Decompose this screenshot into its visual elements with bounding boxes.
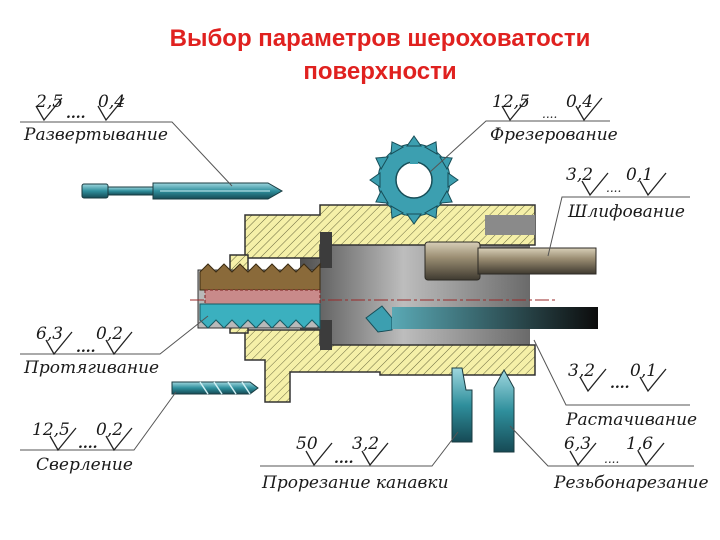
- boring-dots: ....: [610, 376, 630, 392]
- slide-title: Выбор параметров шероховатости: [169, 25, 591, 52]
- threading-label: Резьбонарезание: [553, 473, 709, 493]
- milling-label: Фрезерование: [490, 125, 618, 145]
- grinding-ra-max: 3,2: [566, 165, 593, 185]
- drill-tool: [171, 381, 259, 395]
- grooving-ra-max: 50: [296, 434, 318, 454]
- drilling-ra-min: 0,2: [96, 420, 123, 440]
- slide-title-line2: поверхности: [303, 58, 457, 85]
- grooving-label: Прорезание канавки: [261, 473, 449, 493]
- lower-wall-section: [244, 329, 536, 403]
- grooving-ra-min: 3,2: [352, 434, 379, 454]
- roughness-symbols: [35, 97, 667, 467]
- groove-top: [320, 232, 332, 268]
- boring-ra-min: 0,1: [630, 361, 657, 381]
- reaming-label: Развертывание: [23, 125, 168, 145]
- grinding-shaft: [424, 241, 597, 281]
- leader-lines: [20, 120, 694, 467]
- grinding-label: Шлифование: [567, 202, 685, 222]
- milling-ra-max: 12,5: [492, 92, 530, 112]
- drilling-dots: ....: [78, 436, 98, 452]
- boring-label: Растачивание: [565, 410, 697, 430]
- boring-bar: [365, 305, 598, 333]
- broaching-ra-min: 0,2: [96, 324, 123, 344]
- right-step: [485, 215, 535, 235]
- groove-bottom: [320, 320, 332, 350]
- reaming-ra-max: 2,5: [35, 92, 63, 112]
- grooving-dots: ....: [334, 451, 354, 467]
- drilling-ra-max: 12,5: [32, 420, 70, 440]
- threading-dots: ....: [604, 452, 619, 466]
- milling-dots: ....: [542, 107, 557, 121]
- grinding-dots: ....: [606, 181, 621, 195]
- boring-ra-max: 3,2: [568, 361, 595, 381]
- grinding-ra-min: 0,1: [626, 165, 653, 185]
- thread-insert: [199, 262, 321, 330]
- drilling-label: Сверление: [36, 455, 133, 475]
- milling-cutter: [369, 135, 459, 225]
- threading-ra-max: 6,3: [564, 434, 591, 454]
- reaming-dots: ....: [66, 106, 86, 122]
- milling-ra-min: 0,4: [566, 92, 593, 112]
- reamer-tool: [81, 182, 284, 200]
- threading-ra-min: 1,6: [626, 434, 653, 454]
- broaching-ra-max: 6,3: [36, 324, 63, 344]
- grooving-tool: [451, 367, 473, 443]
- reaming-ra-min: 0,4: [98, 92, 125, 112]
- broaching-label: Протягивание: [23, 358, 159, 378]
- threading-tool: [493, 368, 515, 453]
- broaching-dots: ....: [76, 340, 96, 356]
